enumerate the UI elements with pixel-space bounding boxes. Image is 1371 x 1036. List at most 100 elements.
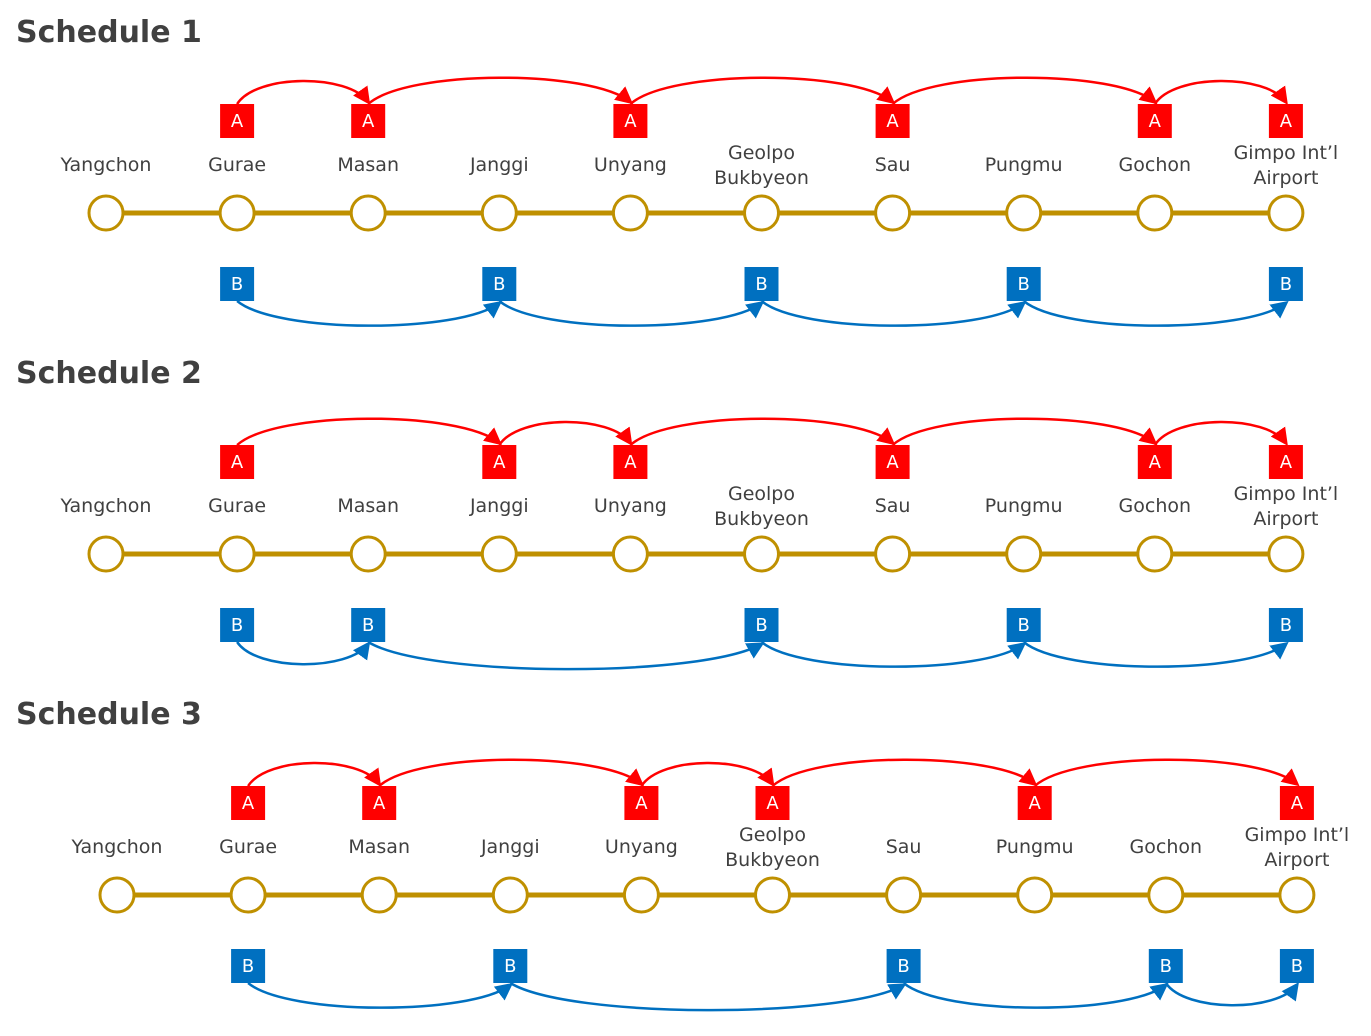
- b-train-arc: [760, 300, 1027, 327]
- b-train-stop-badge: [351, 608, 386, 642]
- station-label: Pungmu: [996, 836, 1074, 858]
- station-label: Airport: [1264, 849, 1329, 871]
- station-label: Geolpo: [728, 142, 795, 164]
- station-marker: [218, 535, 256, 573]
- schedule-title: Schedule 2: [16, 356, 202, 391]
- station-label: Gurae: [208, 495, 266, 517]
- a-train-label: A: [1291, 793, 1304, 814]
- station-marker: [491, 876, 529, 914]
- a-train-label: A: [886, 111, 899, 132]
- station-label: Gochon: [1130, 836, 1203, 858]
- b-train-label: B: [1160, 956, 1172, 977]
- b-train-arc: [1022, 641, 1289, 668]
- b-train-arc: [236, 641, 371, 666]
- a-train-stop-badge: [1017, 786, 1052, 820]
- station-marker: [743, 194, 780, 232]
- station-marker: [1136, 535, 1174, 573]
- a-train-arc: [1033, 758, 1300, 787]
- b-train-label: B: [1291, 956, 1303, 977]
- station-marker: [885, 876, 923, 914]
- a-train-label: A: [362, 111, 375, 132]
- station-label: Unyang: [594, 154, 667, 176]
- a-train-stop-badge: [1279, 786, 1314, 820]
- a-train-arc: [891, 76, 1158, 105]
- schedule-title: Schedule 3: [16, 697, 202, 732]
- b-train-arc: [236, 300, 503, 327]
- b-train-stop-badge: [1006, 608, 1041, 642]
- b-train-label: B: [242, 956, 254, 977]
- schedule-title: Schedule 1: [16, 15, 202, 50]
- b-train-stop-badge: [1268, 267, 1303, 301]
- a-train-stop-badge: [220, 445, 255, 479]
- b-train-label: B: [1280, 274, 1292, 295]
- b-train-label: B: [231, 615, 243, 636]
- a-train-label: A: [635, 793, 648, 814]
- a-train-label: A: [1149, 452, 1162, 473]
- station-marker: [1267, 194, 1305, 232]
- station-label: Pungmu: [985, 154, 1063, 176]
- b-train-arc: [760, 641, 1027, 668]
- station-label: Pungmu: [985, 495, 1063, 517]
- station-marker: [218, 194, 256, 232]
- station-label: Airport: [1253, 167, 1318, 189]
- station-label: Masan: [348, 836, 410, 858]
- b-train-label: B: [755, 274, 767, 295]
- b-train-label: B: [755, 615, 767, 636]
- b-train-arc: [247, 982, 514, 1009]
- b-train-stop-badge: [886, 949, 921, 983]
- a-train-stop-badge: [362, 786, 397, 820]
- a-train-label: A: [373, 793, 386, 814]
- b-train-stop-badge: [1148, 949, 1183, 983]
- station-marker: [1278, 876, 1316, 914]
- station-label: Bukbyeon: [714, 167, 809, 189]
- station-marker: [754, 876, 791, 914]
- a-train-stop-badge: [231, 786, 266, 820]
- b-train-label: B: [504, 956, 516, 977]
- b-train-stop-badge: [220, 608, 255, 642]
- station-marker: [360, 876, 398, 914]
- station-marker: [874, 535, 912, 573]
- a-train-stop-badge: [755, 786, 790, 820]
- b-train-label: B: [493, 274, 505, 295]
- a-train-label: A: [1149, 111, 1162, 132]
- a-train-label: A: [242, 793, 255, 814]
- a-train-label: A: [231, 452, 244, 473]
- b-train-label: B: [362, 615, 374, 636]
- station-label: Gurae: [219, 836, 277, 858]
- station-marker: [874, 194, 912, 232]
- a-train-label: A: [1029, 793, 1042, 814]
- station-label: Geolpo: [728, 483, 795, 505]
- station-marker: [611, 194, 649, 232]
- a-train-stop-badge: [351, 104, 386, 138]
- a-train-label: A: [624, 111, 637, 132]
- a-train-arc: [236, 79, 371, 105]
- station-label: Gochon: [1119, 495, 1192, 517]
- b-train-arc: [1164, 982, 1299, 1007]
- b-train-stop-badge: [482, 267, 517, 301]
- b-train-arc: [498, 300, 765, 327]
- b-train-stop-badge: [1268, 608, 1303, 642]
- station-marker: [349, 535, 387, 573]
- a-train-stop-badge: [875, 445, 910, 479]
- station-label: Gimpo Int’l: [1234, 142, 1339, 164]
- a-train-label: A: [1280, 111, 1293, 132]
- b-train-label: B: [1280, 615, 1292, 636]
- b-train-label: B: [1018, 274, 1030, 295]
- station-label: Sau: [875, 154, 911, 176]
- station-marker: [98, 876, 136, 914]
- station-label: Janggi: [480, 836, 540, 858]
- station-label: Sau: [886, 836, 922, 858]
- a-train-label: A: [624, 452, 637, 473]
- station-label: Yangchon: [60, 154, 152, 176]
- station-label: Bukbyeon: [714, 508, 809, 530]
- a-train-stop-badge: [875, 104, 910, 138]
- station-marker: [1005, 535, 1043, 573]
- station-marker: [1016, 876, 1054, 914]
- a-train-label: A: [766, 793, 779, 814]
- station-label: Gimpo Int’l: [1245, 824, 1350, 846]
- station-marker: [87, 194, 125, 232]
- a-train-arc: [891, 417, 1158, 446]
- station-label: Masan: [337, 495, 399, 517]
